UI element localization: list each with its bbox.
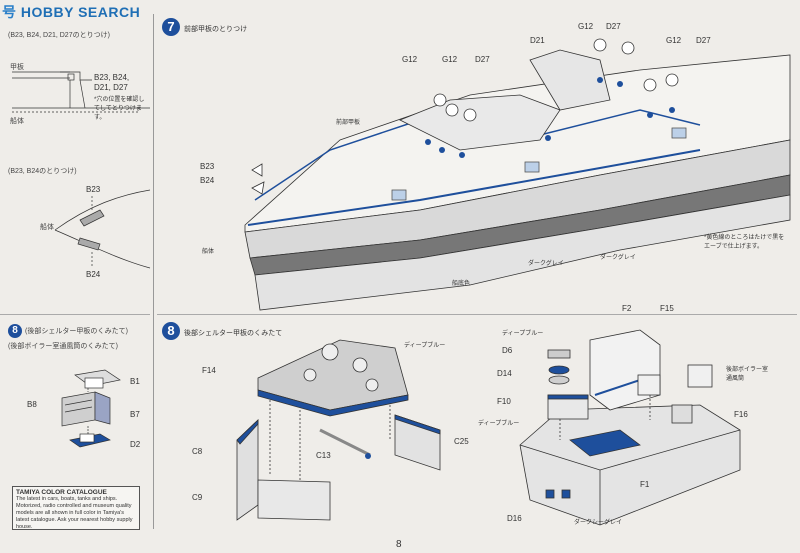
detail-boiler-vent: [61, 369, 121, 448]
step-8-title: 後部シェルター甲板のくみたて: [184, 330, 283, 337]
part-label-d27-c: D27: [696, 36, 711, 45]
detail-hull-bow: [54, 189, 151, 269]
callout-deep-blue-mid: ディープブルー: [478, 421, 520, 427]
column-divider: [153, 14, 154, 529]
part-label-f16: F16: [734, 410, 748, 419]
left-bottom-title: (後部シェルター甲板のくみたて): [25, 328, 128, 335]
part-label-b24-left: B24: [86, 270, 101, 279]
left-middle-side-label: 船体: [40, 224, 54, 231]
part-label-f2: F2: [622, 304, 632, 313]
left-top-parts-line2: D21, D27: [94, 83, 128, 92]
left-step-8-badge: 8: [8, 324, 22, 338]
part-label-d6: D6: [502, 346, 513, 355]
part-label-g12-d: G12: [666, 36, 682, 45]
part-label-g12-c: G12: [578, 22, 594, 31]
watermark-logo: 号 HOBBY SEARCH: [2, 4, 141, 20]
part-label-b23: B23: [200, 162, 215, 171]
callout-paint-note: *黄色線のところはたけで黒を エーブで仕上げます。: [704, 235, 785, 250]
left-middle-title: (B23, B24のとりつけ): [8, 168, 77, 175]
left-top-title: (B23, B24, D21, D27のとりつけ): [8, 32, 110, 39]
step7-ship-hull: [244, 38, 791, 311]
step-8-badge: 8: [162, 322, 180, 340]
part-label-b23-left: B23: [86, 185, 101, 194]
right-section-divider: [157, 314, 797, 315]
part-label-b1: B1: [130, 377, 140, 386]
part-label-c9: C9: [192, 493, 203, 502]
part-label-f15: F15: [660, 304, 674, 313]
step8-shelter-deck: [236, 339, 441, 521]
part-label-c8: C8: [192, 447, 203, 456]
callout-dark-sea-grey: ダークシーグレイ: [574, 520, 623, 526]
part-label-d27-a: D27: [475, 55, 490, 64]
callout-color-b: ダークグレイ: [600, 255, 636, 261]
part-label-b24: B24: [200, 176, 215, 185]
part-label-d27-b: D27: [606, 22, 621, 31]
page-number: 8: [396, 539, 402, 550]
part-label-f14: F14: [202, 366, 216, 375]
part-label-c13: C13: [316, 451, 331, 460]
left-top-side-label: 船体: [10, 118, 24, 125]
callout-color-a: ダークグレイ: [528, 261, 564, 267]
step-7-badge: 7: [162, 18, 180, 36]
left-top-deck-label: 甲板: [10, 64, 24, 71]
part-label-f1: F1: [640, 480, 650, 489]
catalogue-box: TAMIYA COLOR CATALOGUE The latest in car…: [12, 486, 140, 530]
catalogue-title: TAMIYA COLOR CATALOGUE: [16, 489, 107, 496]
left-section-divider: [0, 314, 150, 315]
callout-deep-blue-step8: ディープブルー: [404, 343, 446, 349]
catalogue-body: The latest in cars, boats, tanks and shi…: [16, 496, 133, 530]
part-label-b7: B7: [130, 410, 140, 419]
detail-b23-b24-attach: [12, 71, 150, 113]
left-top-parts-line1: B23, B24,: [94, 73, 130, 82]
step-7-title: 前部甲板のとりつけ: [184, 26, 248, 33]
part-label-g12-b: G12: [442, 55, 458, 64]
left-top-note: *穴の位置を確認してしてとりつけます。: [94, 97, 145, 121]
part-label-f10: F10: [497, 397, 511, 406]
callout-hull-side: 船体: [202, 249, 215, 255]
part-label-c25: C25: [454, 437, 469, 446]
part-label-d14: D14: [497, 369, 512, 378]
callout-front-deck: 前部甲板: [336, 120, 361, 126]
superstructure-assembly: [519, 329, 741, 526]
callout-boiler-vent: 後部ボイラー室 通風筒: [726, 367, 769, 382]
part-label-d21: D21: [530, 36, 545, 45]
part-label-g12-a: G12: [402, 55, 418, 64]
part-label-d16: D16: [507, 514, 522, 523]
callout-deep-blue-top: ディープブルー: [502, 331, 544, 337]
part-label-d2: D2: [130, 440, 141, 449]
left-bottom-subtitle: (後部ボイラー室通風筒のくみたて): [8, 343, 118, 350]
callout-hull-color: 船底色: [452, 281, 471, 287]
part-label-b8: B8: [27, 400, 37, 409]
